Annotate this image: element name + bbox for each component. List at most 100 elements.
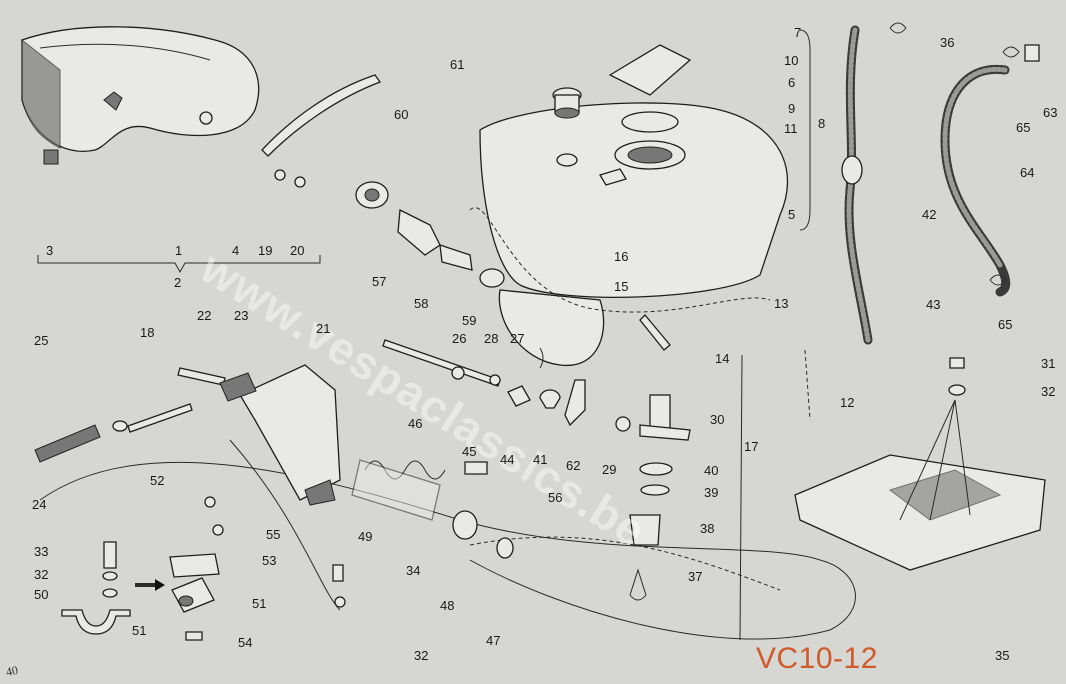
callout-60: 60	[394, 107, 409, 122]
washer-32c	[334, 596, 346, 608]
filter-bowl	[629, 514, 661, 546]
callout-31: 31	[1041, 356, 1056, 371]
callout-53: 53	[262, 553, 277, 568]
callout-26: 26	[452, 331, 467, 346]
seat-clip	[43, 149, 59, 165]
bolt-22	[177, 367, 226, 386]
return-spring	[351, 459, 446, 521]
callout-27: 27	[510, 331, 525, 346]
callout-16: 16	[614, 249, 629, 264]
callout-55: 55	[266, 527, 281, 542]
callout-32-left: 32	[34, 567, 49, 582]
tap-gasket	[640, 484, 670, 496]
callout-35: 35	[995, 648, 1010, 663]
callout-7: 7	[794, 25, 802, 40]
hose-nipple-63	[1024, 44, 1040, 62]
callout-32-right: 32	[1041, 384, 1056, 399]
callout-51-left: 51	[132, 623, 147, 638]
hose-clamp-65a	[1002, 46, 1020, 58]
washer-19	[274, 169, 286, 181]
callout-3: 3	[46, 243, 54, 258]
washer-55	[212, 524, 224, 536]
luggage-rack	[794, 399, 1046, 571]
callout-65-bottom: 65	[998, 317, 1013, 332]
callout-9: 9	[788, 101, 796, 116]
lever-bracket	[507, 385, 531, 407]
callout-33: 33	[34, 544, 49, 559]
callout-40: 40	[704, 463, 719, 478]
callout-65-top: 65	[1016, 120, 1031, 135]
fuel-tank	[479, 102, 789, 366]
seat-grab-strap	[261, 74, 382, 157]
nut-52	[204, 496, 216, 508]
callout-57: 57	[372, 274, 387, 289]
callout-20: 20	[290, 243, 305, 258]
callout-17: 17	[744, 439, 759, 454]
callout-2: 2	[174, 275, 182, 290]
callout-23: 23	[234, 308, 249, 323]
callout-58: 58	[414, 296, 429, 311]
callout-62: 62	[566, 458, 581, 473]
callout-38: 38	[700, 521, 715, 536]
filler-gasket	[621, 111, 679, 133]
saddle-seat	[21, 26, 260, 152]
callout-5: 5	[788, 207, 796, 222]
wire-clip	[629, 568, 647, 601]
callout-51-right: 51	[252, 596, 267, 611]
rubber-buffer	[452, 510, 478, 540]
screw-34	[332, 564, 344, 582]
callout-46: 46	[408, 416, 423, 431]
callout-11: 11	[784, 121, 798, 136]
callout-32-bottom: 32	[414, 648, 429, 663]
bracket-plate	[219, 372, 257, 402]
callout-39: 39	[704, 485, 719, 500]
nut-20	[294, 176, 306, 188]
callout-21: 21	[316, 321, 331, 336]
frame-outline	[39, 461, 856, 640]
tank-gasket	[469, 207, 771, 313]
callout-54: 54	[238, 635, 253, 650]
diagram-code: VC10-12	[756, 642, 878, 675]
callout-48: 48	[440, 598, 455, 613]
callout-18: 18	[140, 325, 155, 340]
rubber-plug	[464, 461, 488, 475]
callout-63: 63	[1043, 105, 1058, 120]
callout-34: 34	[406, 563, 421, 578]
callout-43: 43	[926, 297, 941, 312]
callout-13: 13	[774, 296, 789, 311]
callout-49: 49	[358, 529, 373, 544]
filler-flap	[608, 44, 692, 96]
callout-47: 47	[486, 633, 501, 648]
callout-4: 4	[232, 243, 240, 258]
o-ring	[479, 268, 505, 288]
callout-22: 22	[197, 308, 212, 323]
bolt-33	[103, 541, 117, 569]
callout-15: 15	[614, 279, 629, 294]
callout-56: 56	[548, 490, 563, 505]
callout-36: 36	[940, 35, 955, 50]
filler-neck	[397, 208, 441, 256]
fuel-tap	[639, 314, 691, 441]
callout-10: 10	[784, 53, 799, 68]
spring-clip	[539, 347, 544, 369]
callout-50: 50	[34, 587, 49, 602]
callout-8: 8	[818, 116, 826, 131]
stud-12	[804, 349, 811, 421]
washer-32b	[948, 384, 966, 396]
callout-14: 14	[715, 351, 730, 366]
bolt-54	[185, 631, 203, 641]
callout-52: 52	[150, 473, 165, 488]
rubber-bush	[496, 537, 514, 559]
callout-25: 25	[34, 333, 49, 348]
callout-44: 44	[500, 452, 515, 467]
tank-cap	[552, 87, 582, 119]
bolt-31	[949, 357, 965, 369]
callout-12: 12	[840, 395, 855, 410]
callout-1: 1	[175, 243, 183, 258]
callout-6: 6	[788, 75, 796, 90]
callout-41: 41	[533, 452, 548, 467]
washer-32	[102, 571, 118, 581]
drain-tap	[564, 379, 586, 427]
